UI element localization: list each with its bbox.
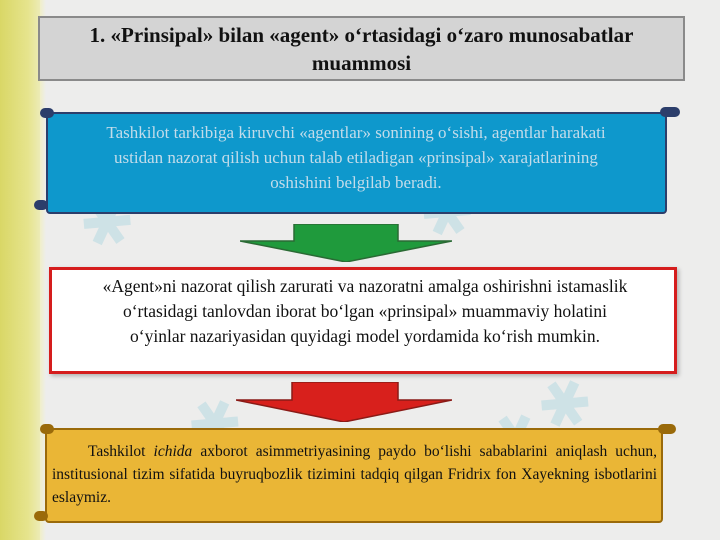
left-accent-band-edge [40, 0, 46, 540]
red-box-line3: o‘yinlar nazariyasidan quyidagi model yo… [130, 326, 600, 346]
scroll-curl-bottom-left [34, 511, 48, 521]
gold-box-rest: axborot asimmetriyasining paydo bo‘lishi… [52, 443, 658, 506]
gold-scroll-box [45, 428, 663, 523]
red-box-text: «Agent»ni nazorat qilish zarurati va naz… [62, 274, 668, 349]
gold-box-word: Tashkilot [88, 443, 146, 460]
blue-box-line3: oshishini belgilab beradi. [270, 173, 442, 192]
gold-box-text: Tashkilot ichida axborot asimmetriyasini… [52, 440, 657, 509]
scroll-curl-bottom-left [34, 200, 48, 210]
scroll-curl-top-right [660, 107, 680, 117]
blue-box-line1: Tashkilot tarkibiga kiruvchi «agentlar» … [106, 123, 606, 142]
slide-title: 1. «Prinsipal» bilan «agent» o‘rtasidagi… [38, 16, 685, 81]
slide-title-line1: 1. «Prinsipal» bilan «agent» o‘rtasidagi… [89, 22, 634, 47]
scroll-curl-top-left [40, 424, 54, 434]
red-box-line1: «Agent»ni nazorat qilish zarurati va naz… [102, 276, 628, 296]
down-arrow-green-icon [240, 224, 452, 262]
scroll-curl-top-left [40, 108, 54, 118]
left-accent-band [0, 0, 40, 540]
gold-box-italic-word: ichida [153, 443, 193, 460]
blue-box-line2: ustidan nazorat qilish uchun talab etila… [114, 148, 598, 167]
blue-box-text: Tashkilot tarkibiga kiruvchi «agentlar» … [56, 120, 656, 195]
down-arrow-red-icon [236, 382, 452, 422]
blue-scroll-box [46, 112, 667, 214]
red-bordered-box [49, 267, 677, 374]
slide-title-line2: muammosi [311, 50, 412, 75]
scroll-curl-top-right [658, 424, 676, 434]
red-box-line2: o‘rtasidagi tanlovdan iborat bo‘lgan «pr… [122, 301, 608, 321]
